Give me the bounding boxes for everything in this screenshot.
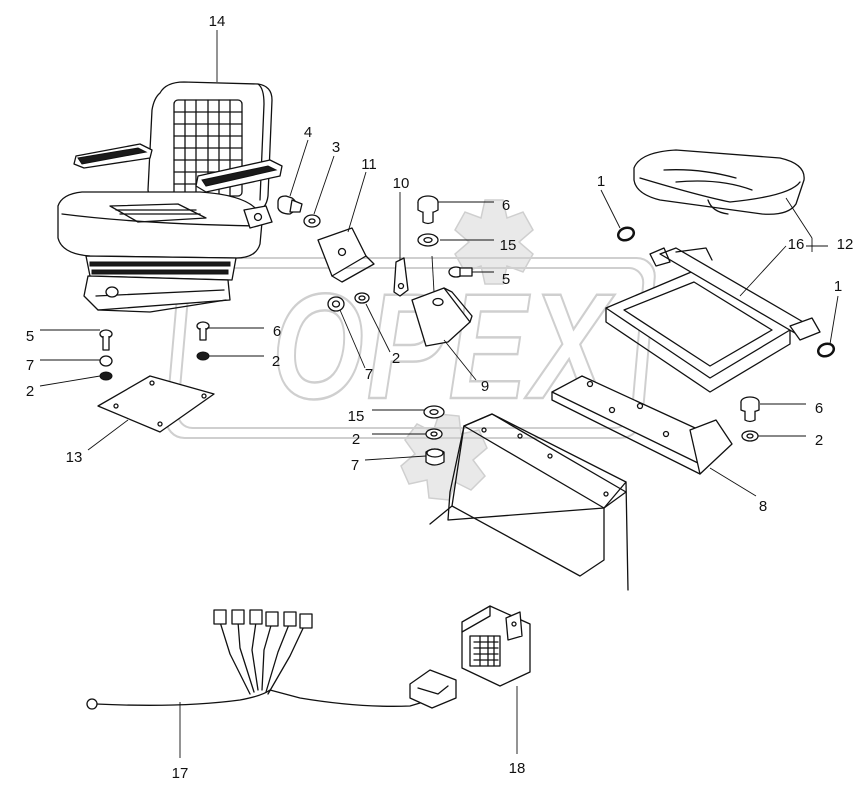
callout-6: 6	[502, 197, 510, 214]
part-2-lockwasher-right	[741, 430, 759, 442]
callout-15: 15	[500, 237, 517, 254]
part-1-oring-top	[616, 226, 636, 242]
seat-suspension-springs	[89, 261, 231, 275]
callout-4: 4	[304, 124, 312, 141]
part-9-plate	[411, 287, 473, 347]
watermark-text: OPEX	[272, 262, 615, 430]
leader-lines	[39, 30, 839, 758]
part-14-seat	[57, 81, 283, 313]
part-7-nut-lower	[425, 448, 445, 466]
callout-7: 7	[351, 457, 359, 474]
part-12-cushion	[633, 149, 805, 215]
part-6-bolt-top	[417, 195, 439, 225]
part-5-bolt-left	[99, 329, 113, 351]
callout-7: 7	[365, 366, 373, 383]
part-2-lockwasher-lower	[425, 428, 443, 440]
part-4-bolt	[277, 195, 303, 215]
part-16-seat-frame	[605, 247, 821, 393]
part-1-oring-right	[816, 342, 836, 358]
callout-2: 2	[26, 383, 34, 400]
cab-panel	[429, 413, 629, 591]
part-6-bolt-right	[740, 396, 760, 423]
callout-8: 8	[759, 498, 767, 515]
part-8-rail-bracket	[551, 375, 733, 475]
part-15-washer-lower	[423, 405, 445, 419]
part-5-bolt-top	[448, 266, 473, 278]
callout-7: 7	[26, 357, 34, 374]
callout-15: 15	[348, 408, 365, 425]
part-3-washer	[303, 214, 321, 228]
callout-2: 2	[272, 353, 280, 370]
seat-quilting	[173, 99, 243, 197]
callout-10: 10	[393, 175, 410, 192]
callout-11: 11	[361, 156, 377, 173]
part-18-module	[461, 605, 531, 687]
callout-2: 2	[352, 431, 360, 448]
callout-1: 1	[597, 173, 605, 190]
callout-12: 12	[837, 236, 854, 253]
callout-13: 13	[66, 449, 83, 466]
watermark-frame-inner	[176, 267, 645, 429]
part-13-base-plate	[97, 375, 215, 433]
part-11-bracket	[317, 227, 375, 283]
callout-6: 6	[273, 323, 281, 340]
part-2-lockwasher-mid	[354, 292, 370, 304]
callout-17: 17	[172, 765, 189, 782]
watermark-frame-outer	[165, 257, 656, 439]
part-15-washer-top	[417, 233, 439, 247]
part-7-nut-left	[99, 355, 113, 367]
callout-3: 3	[332, 139, 340, 156]
part-7-nut-mid	[327, 296, 345, 312]
part-2-washer-left2	[196, 351, 210, 361]
callout-16: 16	[788, 236, 805, 253]
callout-5: 5	[26, 328, 34, 345]
callout-2: 2	[815, 432, 823, 449]
part-17-harness	[86, 609, 457, 710]
part-10-strip	[393, 257, 409, 297]
callout-2: 2	[392, 350, 400, 367]
callout-5: 5	[502, 271, 510, 288]
part-6-bolt-left	[196, 321, 210, 341]
part-2-washer-left	[99, 371, 113, 381]
callout-9: 9	[481, 378, 489, 395]
callout-1: 1	[834, 278, 842, 295]
callout-18: 18	[509, 760, 526, 777]
callout-14: 14	[209, 13, 226, 30]
callout-6: 6	[815, 400, 823, 417]
